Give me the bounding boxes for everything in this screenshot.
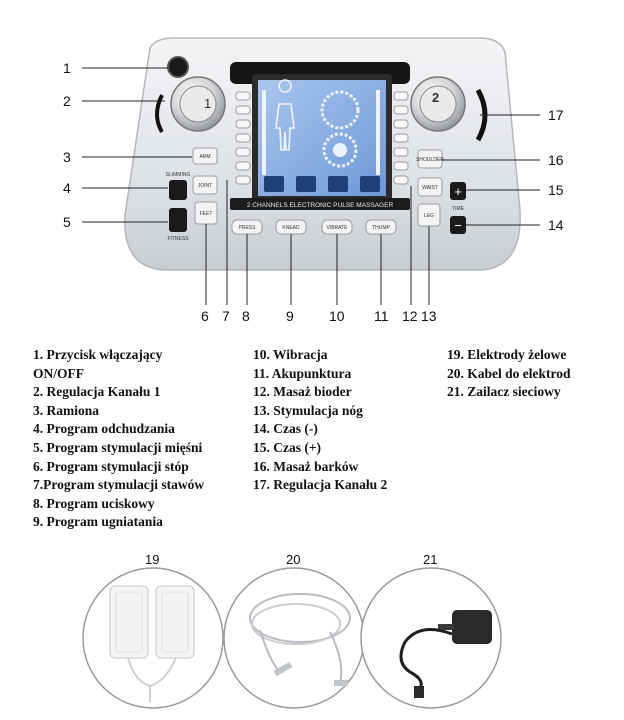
callout-1: 1 [63,60,71,76]
legend-item: 12. Masaż bioder [253,384,352,400]
callout-3: 3 [63,149,71,165]
callout-9: 9 [286,308,294,324]
thump-label: THUMP [372,225,390,231]
channel2-number: 2 [432,90,439,105]
callout-2: 2 [63,93,71,109]
legend-item: 21. Zailacz sieciowy [447,384,561,400]
callout-12: 12 [402,308,418,324]
legend-item: 19. Elektrody żelowe [447,347,567,362]
callout-6: 6 [201,308,209,324]
accessory-number-20: 20 [286,552,301,567]
right-led-slots [393,91,409,185]
accessories-illustration [82,567,502,709]
time-plus-button [450,182,466,200]
legend-item: 6. Program stymulacji stóp [33,458,189,474]
legend-item: 14. Czas (-) [253,421,318,437]
legend-item: 11. Akupunktura [253,365,352,381]
timer-dial-icon [320,90,360,130]
feet-label: FEET [200,211,213,217]
device-caption: 2 CHANNELS ELECTRONIC PULSE MASSAGER [247,202,394,209]
legend-item: 20. Kabel do elektrod [447,365,571,381]
legend-column-3: 19. Elektrody żelowe 20. Kabel do elektr… [447,346,617,402]
legend-item: 13. Stymulacja nóg [253,402,363,418]
left-program-buttons [192,147,218,225]
body-figure-icon [275,79,295,151]
accessory-number-21: 21 [423,552,438,567]
power-adapter-image [360,567,502,709]
power-button [167,56,189,78]
shoulder-label: SHOULDER [416,157,444,163]
gel-electrodes-image [82,567,224,709]
callout-15: 15 [548,182,564,198]
legend-item: 8. Program uciskowy [33,495,155,511]
device-illustration: 2 CHANNELS ELECTRONIC PULSE MASSAGER 1 2 [0,0,624,340]
minus-symbol: − [454,218,462,233]
callout-14: 14 [548,217,564,233]
legend-item: 17. Regulacja Kanału 2 [253,477,388,493]
legend-column-1: 1. Przycisk włączający ON/OFF 2. Regulac… [33,346,248,532]
slimming-button [169,180,187,200]
legend-item: ON/OFF [33,365,84,381]
legend-item: 10. Wibracja [253,347,328,362]
right-program-buttons [417,149,443,227]
waist-label: WAIST [422,185,438,191]
caption-bar [230,198,410,210]
press-label: PRESS [239,225,257,231]
callout-7: 7 [222,308,230,324]
plus-symbol: + [454,184,462,199]
accessory-number-19: 19 [145,552,160,567]
callout-4: 4 [63,180,71,196]
callout-11: 11 [374,308,389,324]
legend-item: 16. Masaż barków [253,458,359,474]
time-minus-button [450,216,466,234]
callout-13: 13 [421,308,437,324]
callout-16: 16 [548,152,564,168]
callout-10: 10 [329,308,345,324]
vibrate-label: VIBRATE [326,225,348,231]
callout-5: 5 [63,214,71,230]
legend-column-2: 10. Wibracja 11. Akupunktura 12. Masaż b… [253,346,443,495]
legend-item: 15. Czas (+) [253,439,322,455]
electrode-cable-image [223,567,365,709]
slimming-label: SLIMMING [166,172,191,178]
massager-device: 2 CHANNELS ELECTRONIC PULSE MASSAGER 1 2 [82,37,540,305]
arm-label: ARM [199,154,210,160]
legend-item: 9. Program ugniatania [33,514,163,530]
knead-label: KNEAD [282,225,300,231]
legend-item: 5. Program stymulacji mięśni [33,439,203,455]
fitness-button [169,208,187,232]
left-led-slots [235,91,251,185]
legend-item: 7.Program stymulacji stawów [33,477,205,493]
legend-item: 3. Ramiona [33,402,100,418]
legend-item: 2. Regulacja Kanału 1 [33,384,161,400]
callout-17: 17 [548,107,564,123]
leg-label: LEG [424,213,434,219]
fitness-label: FITNESS [167,236,189,242]
channel1-number: 1 [204,96,211,111]
legend-item: 1. Przycisk włączający [33,347,163,362]
callout-8: 8 [242,308,250,324]
time-label: TIME [452,206,465,212]
lcd-mode-icons [264,176,380,192]
joint-label: JOINT [198,183,212,189]
legend-item: 4. Program odchudzania [33,421,175,437]
lcd-bar-meters [262,90,380,175]
